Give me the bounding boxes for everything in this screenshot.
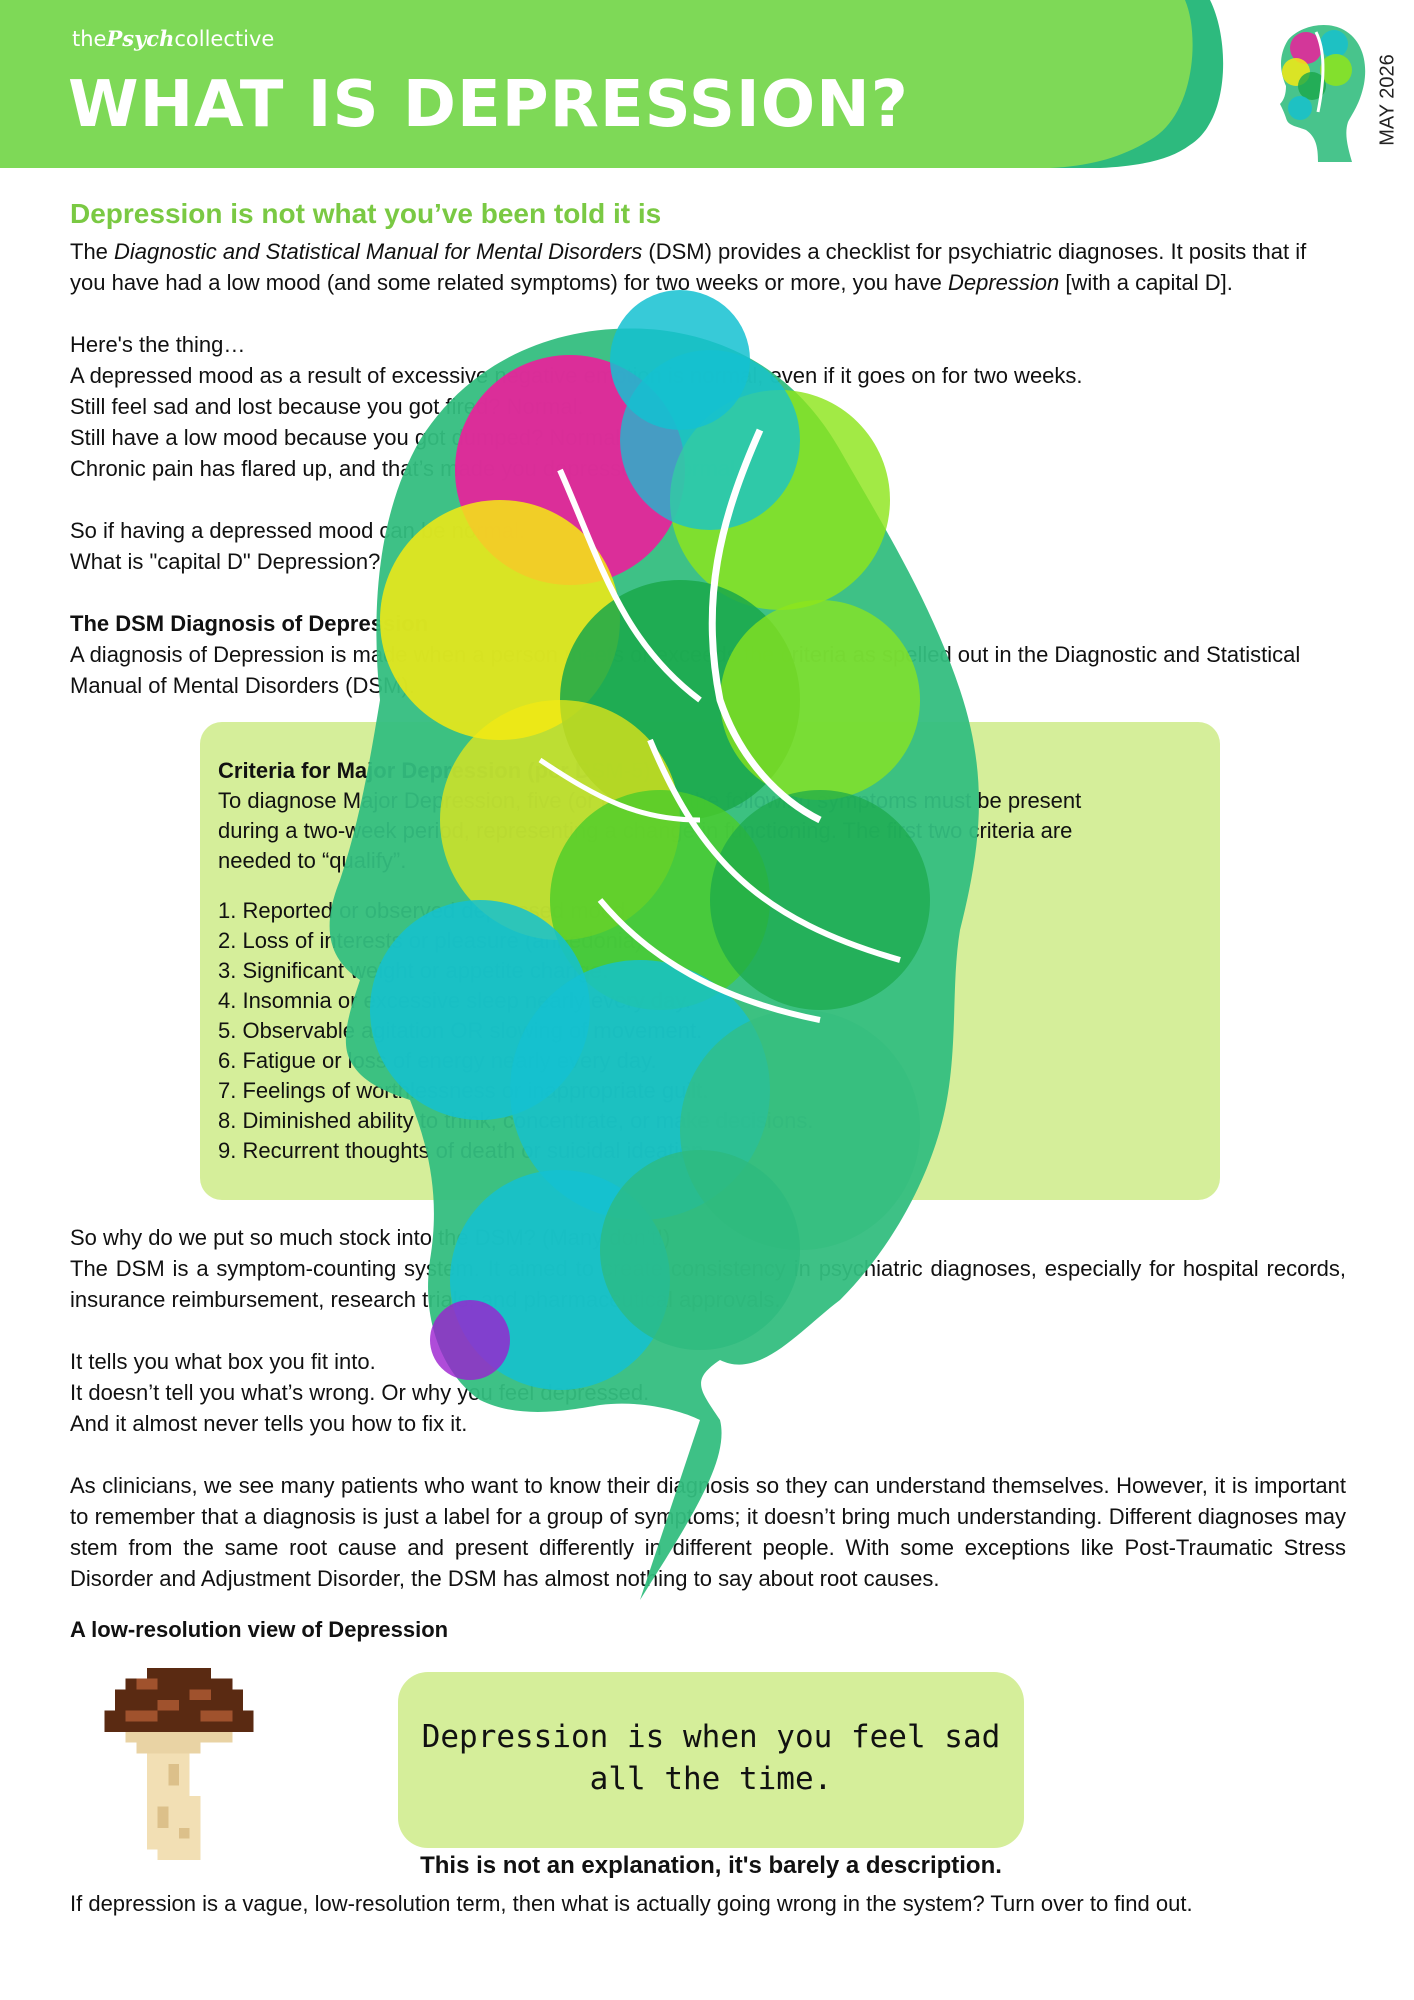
dsm-question: So why do we put so much stock into the … — [70, 1225, 671, 1250]
intro-dsm-title: Diagnostic and Statistical Manual for Me… — [114, 239, 643, 264]
box-line: It doesn’t tell you what’s wrong. Or why… — [70, 1380, 650, 1405]
brand-logo-text: thePsychcollective — [72, 26, 274, 51]
dsm-explanation: The DSM is a symptom-counting system. It… — [70, 1256, 1346, 1312]
normal-line: So if having a depressed mood can be nor… — [70, 518, 525, 543]
intro-text-c: [with a capital D]. — [1059, 270, 1233, 295]
quote-box: Depression is when you feel sad all the … — [398, 1672, 1024, 1848]
box-line: And it almost never tells you how to fix… — [70, 1411, 468, 1436]
intro-section: Depression is not what you’ve been told … — [70, 196, 1346, 701]
criteria-item: 1. Reported or observed depressed mood. — [218, 898, 632, 923]
page-title: WHAT IS DEPRESSION? — [68, 68, 909, 142]
intro-subhead: Depression is not what you’ve been told … — [70, 198, 662, 229]
box-line: It tells you what box you fit into. — [70, 1349, 376, 1374]
criteria-item: 4. Insomnia or excessive sleep nearly ev… — [218, 988, 691, 1013]
criteria-content: Criteria for Major Depression (per DSM-5… — [218, 756, 1178, 1166]
dsm-text: A diagnosis of Depression is made when a… — [70, 642, 1301, 698]
normal-line: What is "capital D" Depression? — [70, 549, 381, 574]
header-banner — [0, 0, 1224, 168]
intro-text-a: The — [70, 239, 115, 264]
criteria-item: 5. Observable agitation OR slowing of mo… — [218, 1018, 703, 1043]
intro-depression-word: Depression — [947, 270, 1060, 295]
head-logo-icon — [1280, 25, 1366, 162]
issue-date: MAY 2026 — [1376, 54, 1399, 146]
criteria-description: To diagnose Major Depression, five (or m… — [218, 788, 1082, 873]
intro-paragraph: The Diagnostic and Statistical Manual fo… — [70, 236, 1346, 298]
quote-text: Depression is when you feel sad all the … — [421, 1719, 1001, 1797]
criteria-item: 3. Significant weight or appetite change… — [218, 958, 609, 983]
criteria-item: 2. Loss of interests or pleasure (anhedo… — [218, 928, 649, 953]
closing-line: If depression is a vague, low-resolution… — [70, 1891, 1193, 1916]
criteria-item: 7. Feelings of worthlessness or inapprop… — [218, 1078, 709, 1103]
lowres-heading: A low-resolution view of Depression — [70, 1617, 449, 1642]
thing-line: Here's the thing… — [70, 332, 246, 357]
brand-prefix: the — [72, 27, 107, 51]
criteria-item: 6. Fatigue or loss of energy nearly ever… — [218, 1048, 657, 1073]
discussion-section: So why do we put so much stock into the … — [70, 1222, 1346, 1594]
criteria-item: 9. Recurrent thoughts of death or suicid… — [218, 1138, 710, 1163]
criteria-list: 1. Reported or observed depressed mood. … — [218, 896, 1178, 1166]
thing-line: Still feel sad and lost because you got … — [70, 394, 584, 419]
thing-line: A depressed mood as a result of excessiv… — [70, 363, 1083, 388]
intro-text-b: (DSM) provides a checklist for psychiatr… — [70, 239, 1307, 295]
criteria-item: 8. Diminished ability to think, concentr… — [218, 1108, 814, 1133]
dsm-heading: The DSM Diagnosis of Depression — [70, 611, 429, 636]
pixel-mushroom-icon — [104, 1668, 254, 1860]
criteria-title: Criteria for Major Depression (per DSM-5… — [218, 758, 651, 783]
brand-suffix: collective — [174, 27, 275, 51]
thing-line: Still have a low mood because you got du… — [70, 425, 627, 450]
clinician-paragraph: As clinicians, we see many patients who … — [70, 1473, 1346, 1591]
thing-line: Chronic pain has flared up, and that’s m… — [70, 456, 741, 481]
brand-psych: Psych — [106, 26, 175, 51]
quote-caption: This is not an explanation, it's barely … — [420, 1852, 1002, 1879]
